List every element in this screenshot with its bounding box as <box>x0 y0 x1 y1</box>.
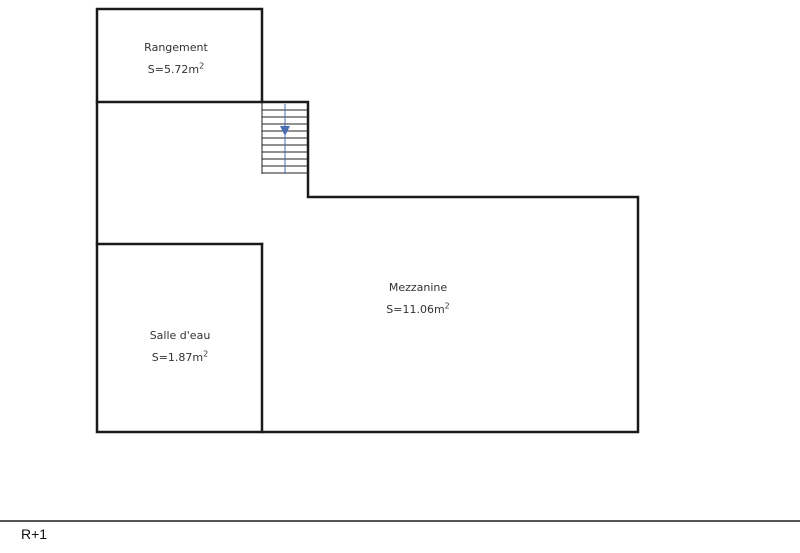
room-name: Salle d'eau <box>149 329 211 342</box>
floor-plan <box>95 7 640 434</box>
room-name: Mezzanine <box>388 281 448 294</box>
room-area: S=5.72m2 <box>147 61 205 76</box>
room-area: S=11.06m2 <box>386 301 450 316</box>
walls <box>95 7 640 434</box>
room-label-mezzanine: Mezzanine S=11.06m2 <box>386 277 450 321</box>
level-label: R+1 <box>21 526 48 542</box>
room-area: S=1.87m2 <box>151 349 209 364</box>
footer-divider <box>0 520 800 522</box>
room-name: Rangement <box>144 41 208 54</box>
arrow-down-icon <box>280 104 290 174</box>
room-label-rangement: Rangement S=5.72m2 <box>144 37 208 81</box>
room-label-salle-deau: Salle d'eau S=1.87m2 <box>150 325 211 369</box>
outer-wall <box>95 7 640 434</box>
